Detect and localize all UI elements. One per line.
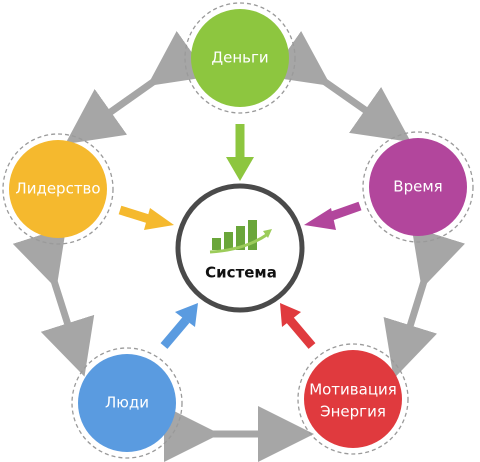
- node-leadership[interactable]: Лидерство: [2, 133, 114, 245]
- node-money-label: Деньги: [211, 49, 268, 67]
- ring-arrows: [12, 30, 466, 462]
- node-motivation-label-line1: Мотивация: [309, 381, 397, 399]
- node-money[interactable]: Деньги: [184, 2, 296, 114]
- node-motivation[interactable]: Мотивация Энергия: [297, 343, 409, 455]
- center-node: Система: [175, 183, 305, 313]
- arrow-time-to-system: [304, 201, 362, 230]
- ring-arrow-leadership-people: [12, 226, 95, 377]
- arrow-people-to-system: [160, 303, 198, 349]
- ring-arrow-money-time: [269, 31, 411, 143]
- growth-chart-icon: [209, 220, 272, 254]
- node-leadership-label: Лидерство: [15, 180, 100, 198]
- node-people-label: Люди: [105, 394, 149, 412]
- ring-arrow-time-motivation: [383, 226, 466, 379]
- arrow-motivation-to-system: [280, 303, 316, 349]
- ring-arrow-money-leadership: [65, 30, 210, 145]
- node-motivation-label-line2: Энергия: [320, 403, 386, 421]
- node-time[interactable]: Время: [362, 131, 474, 243]
- inward-arrows: [118, 124, 362, 349]
- arrow-leadership-to-system: [118, 205, 174, 230]
- center-label: Система: [205, 264, 277, 282]
- node-time-label: Время: [393, 178, 442, 196]
- node-people[interactable]: Люди: [71, 347, 183, 459]
- arrow-money-to-system: [226, 124, 254, 181]
